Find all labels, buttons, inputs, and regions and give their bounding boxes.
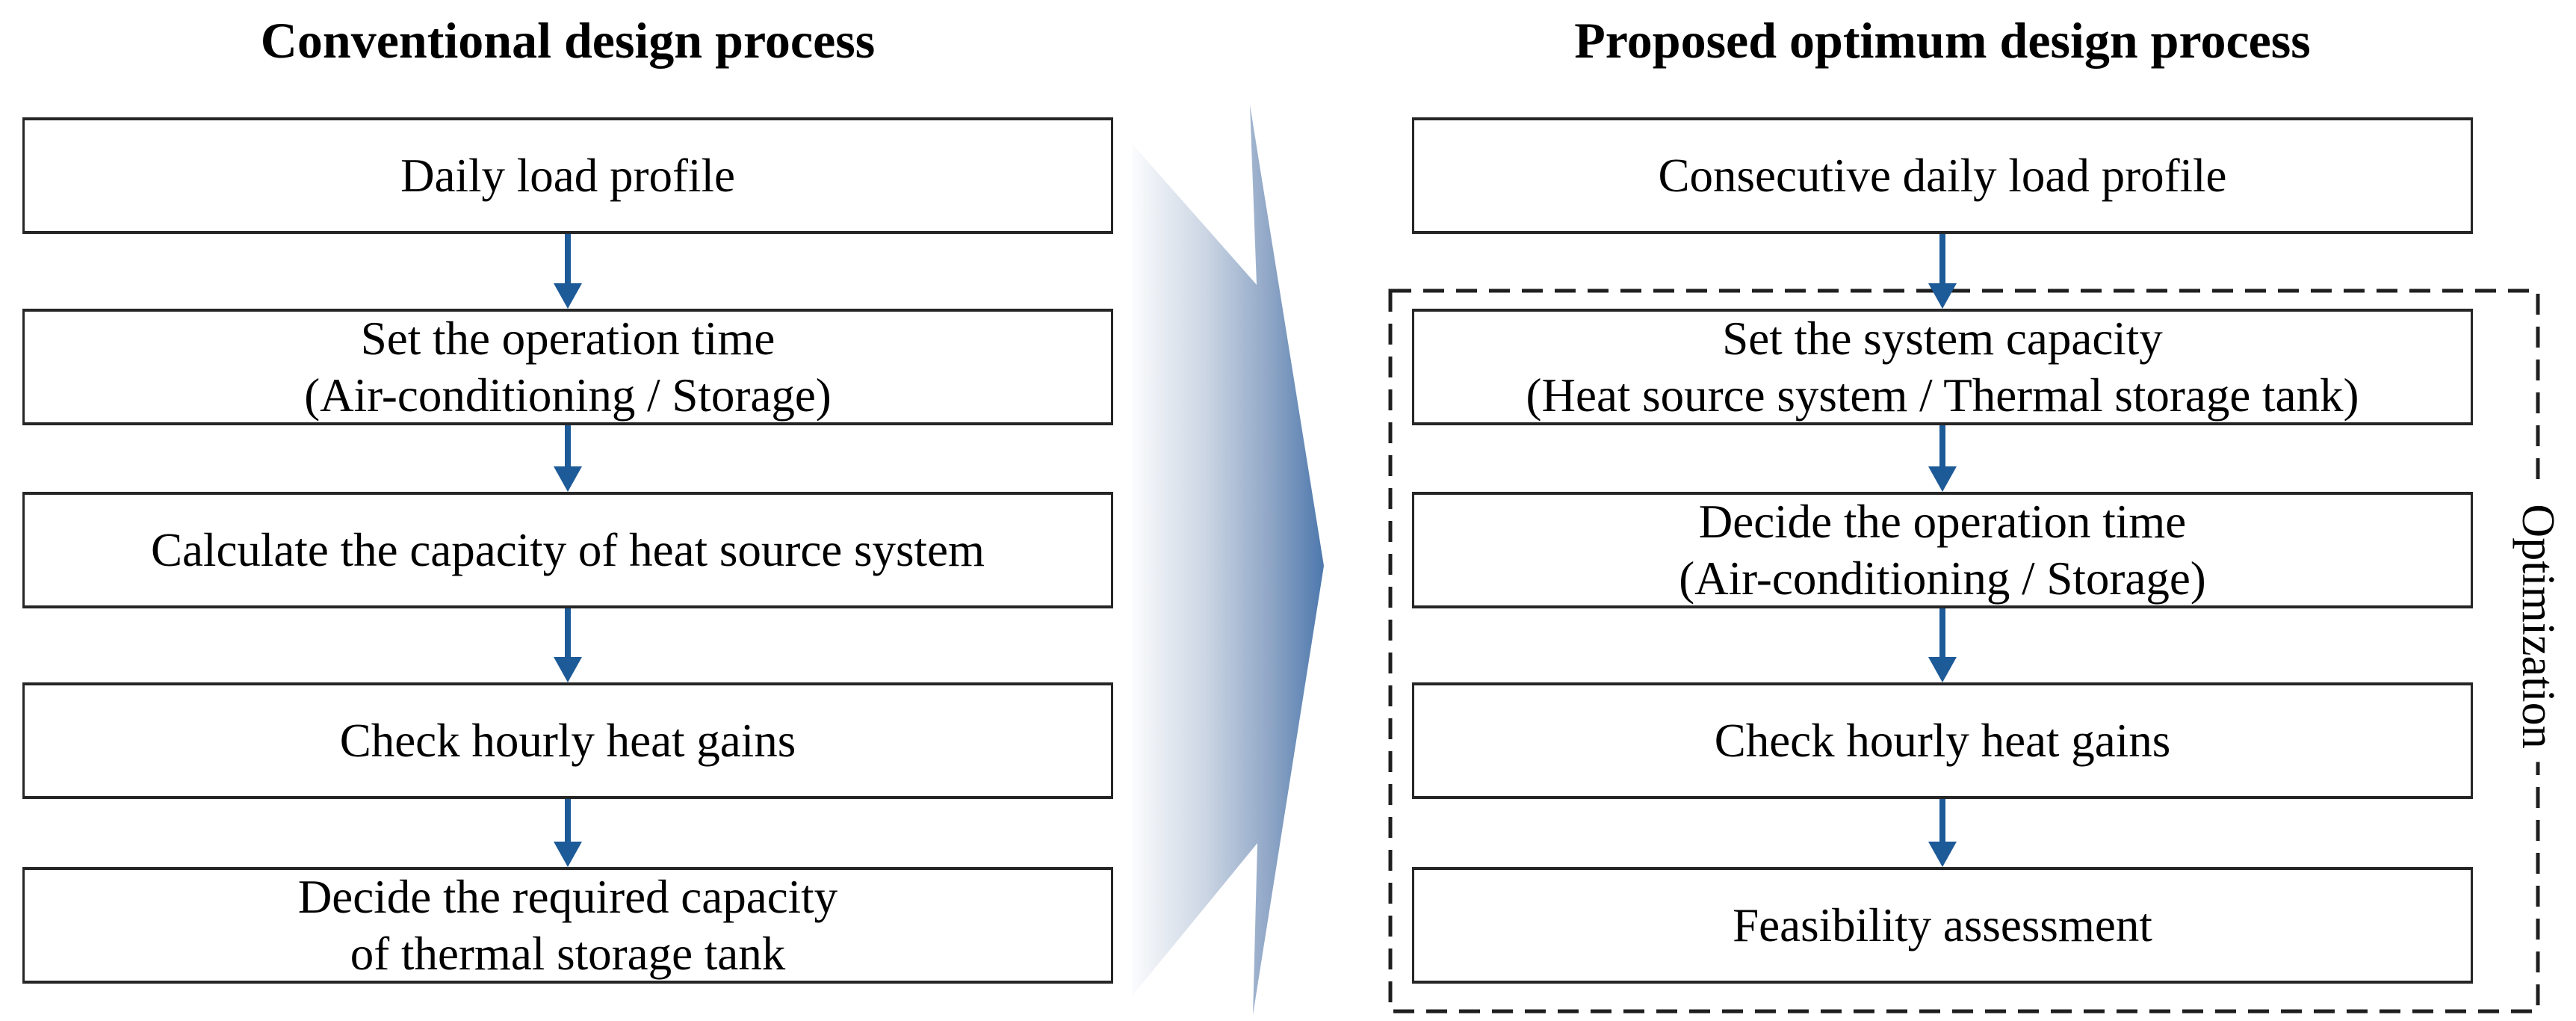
left-step-1-box: Daily load profile <box>22 117 1113 234</box>
right-step-4-box: Check hourly heat gains <box>1412 682 2473 799</box>
left-step-3-box: Calculate the capacity of heat source sy… <box>22 492 1113 608</box>
step-sublabel: (Air-conditioning / Storage) <box>1679 552 2206 605</box>
down-arrow-icon <box>1928 799 1957 867</box>
right-step-2-box: Set the system capacity (Heat source sys… <box>1412 309 2473 425</box>
left-process-title: Conventional design process <box>260 12 876 69</box>
down-arrow-icon <box>554 234 582 309</box>
right-step-1-box: Consecutive daily load profile <box>1412 117 2473 234</box>
left-step-2-box: Set the operation time (Air-conditioning… <box>22 309 1113 425</box>
down-arrow-icon <box>554 608 582 682</box>
step-label: Set the system capacity <box>1722 312 2163 365</box>
right-process-title: Proposed optimum design process <box>1574 12 2311 69</box>
right-step-5-box: Feasibility assessment <box>1412 867 2473 984</box>
down-arrow-icon <box>1928 608 1957 682</box>
down-arrow-icon <box>1928 425 1957 492</box>
left-step-5-box: Decide the required capacity of thermal … <box>22 867 1113 984</box>
right-step-3-box: Decide the operation time (Air-condition… <box>1412 492 2473 608</box>
optimization-dashed-frame <box>1388 289 2540 1014</box>
step-sublabel: of thermal storage tank <box>350 928 786 980</box>
step-label: Check hourly heat gains <box>1714 715 2171 767</box>
down-arrow-icon <box>554 425 582 492</box>
step-label: Decide the required capacity <box>297 871 838 923</box>
step-label: Check hourly heat gains <box>339 715 796 767</box>
optimization-label: Optimization <box>2512 490 2563 762</box>
step-label: Daily load profile <box>400 149 735 202</box>
down-arrow-icon <box>1928 234 1957 309</box>
step-sublabel: (Air-conditioning / Storage) <box>304 369 832 422</box>
step-label: Calculate the capacity of heat source sy… <box>150 524 985 576</box>
step-label: Set the operation time <box>360 312 775 365</box>
step-label: Decide the operation time <box>1698 496 2187 548</box>
step-label: Consecutive daily load profile <box>1658 149 2227 202</box>
step-sublabel: (Heat source system / Thermal storage ta… <box>1526 369 2359 422</box>
transition-arrow-icon <box>1132 105 1324 1015</box>
down-arrow-icon <box>554 799 582 867</box>
step-label: Feasibility assessment <box>1733 899 2152 951</box>
left-step-4-box: Check hourly heat gains <box>22 682 1113 799</box>
